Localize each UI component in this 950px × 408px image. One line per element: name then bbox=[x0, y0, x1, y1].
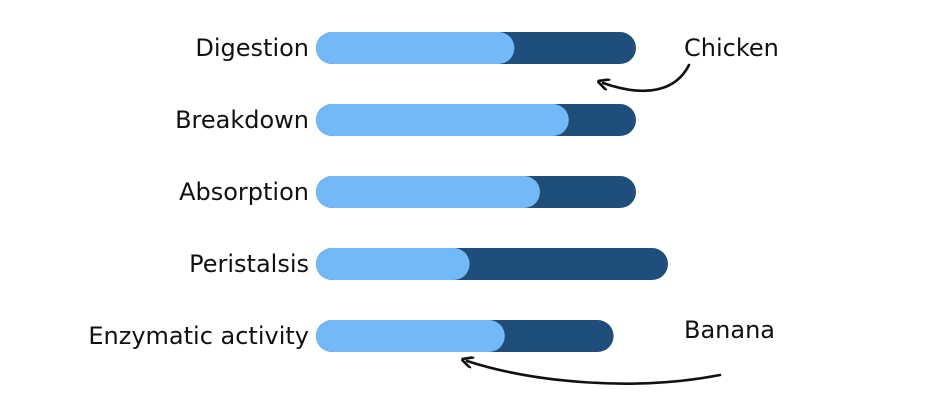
bar-banana-peristalsis bbox=[316, 248, 470, 280]
legend-label-banana: Banana bbox=[684, 316, 775, 344]
category-label-absorption: Absorption bbox=[179, 178, 309, 206]
legend-label-chicken: Chicken bbox=[684, 34, 779, 62]
legend-arrow-chicken bbox=[603, 63, 691, 93]
bar-banana-breakdown bbox=[316, 104, 569, 136]
category-label-digestion: Digestion bbox=[195, 34, 309, 62]
bar-banana-absorption bbox=[316, 176, 540, 208]
legend-arrow-banana bbox=[467, 361, 722, 385]
labels-layer: DigestionBreakdownAbsorptionPeristalsisE… bbox=[88, 34, 309, 350]
bar-banana-digestion bbox=[316, 32, 515, 64]
bars-layer bbox=[316, 32, 668, 352]
category-label-peristalsis: Peristalsis bbox=[189, 250, 309, 278]
bar-banana-enzymatic-activity bbox=[316, 320, 505, 352]
category-label-breakdown: Breakdown bbox=[175, 106, 309, 134]
category-label-enzymatic-activity: Enzymatic activity bbox=[88, 322, 309, 350]
